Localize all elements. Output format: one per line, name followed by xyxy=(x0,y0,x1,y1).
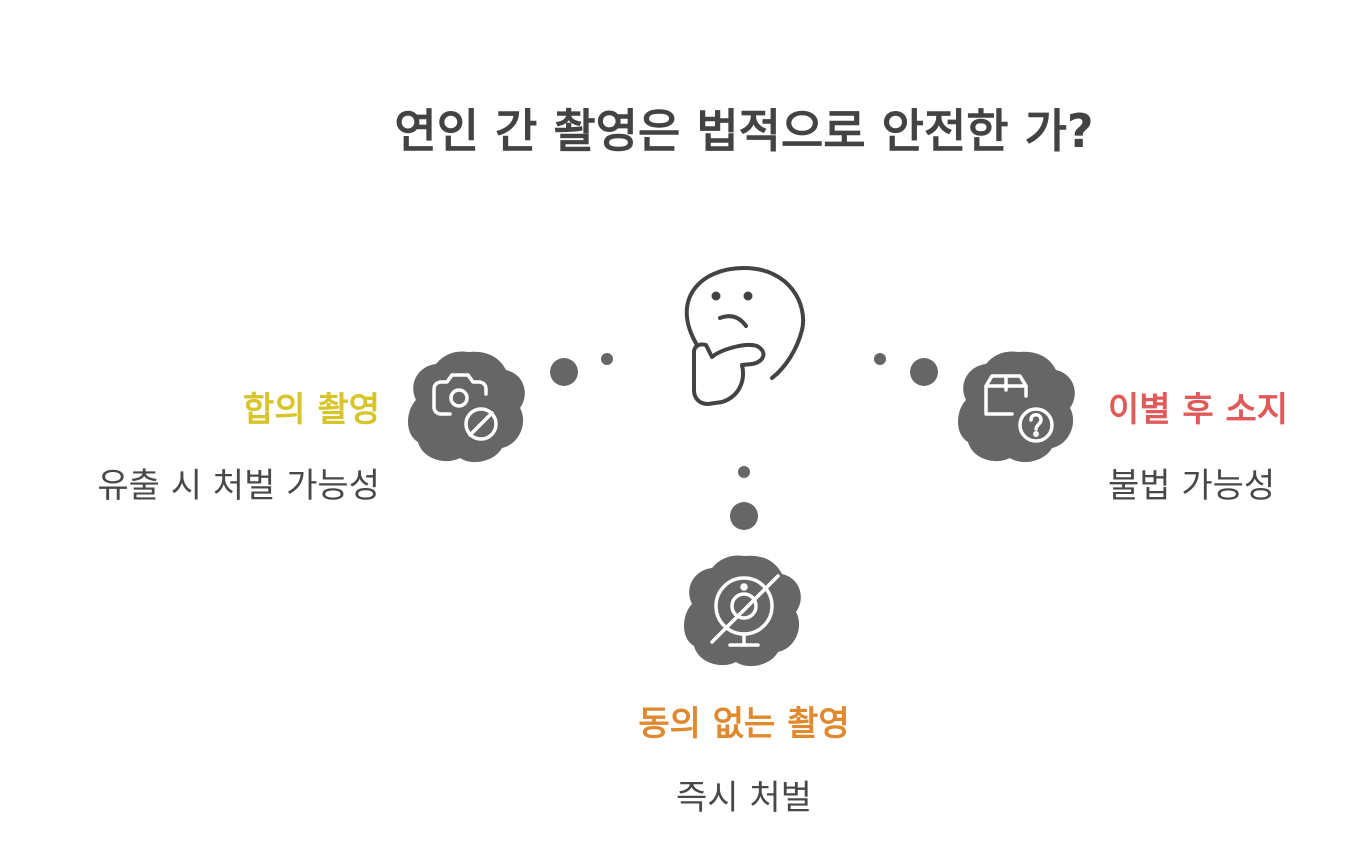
blob-left xyxy=(408,351,525,463)
page-title: 연인 간 촬영은 법적으로 안전한 가? xyxy=(394,104,1094,158)
dot-left-large xyxy=(550,358,578,386)
blob-bottom xyxy=(684,555,801,667)
dot-left-small xyxy=(601,353,613,365)
option-left-desc: 유출 시 처벌 가능성 xyxy=(97,466,380,506)
dot-right-small xyxy=(874,353,886,365)
webcam-off-icon xyxy=(710,574,780,647)
dot-bottom-small xyxy=(738,466,750,478)
connector-right xyxy=(874,353,938,386)
option-bottom-desc: 즉시 처벌 xyxy=(676,778,812,818)
package-question-icon xyxy=(984,374,1054,443)
dot-right-large xyxy=(910,358,938,386)
option-bottom-label: 동의 없는 촬영 xyxy=(638,704,850,744)
option-left-label: 합의 촬영 xyxy=(243,390,380,430)
connector-bottom xyxy=(730,466,758,530)
thinking-face-icon xyxy=(684,266,806,406)
option-right-desc: 불법 가능성 xyxy=(1108,466,1276,506)
option-right-label: 이별 후 소지 xyxy=(1108,390,1289,430)
dot-bottom-large xyxy=(730,502,758,530)
connector-left xyxy=(550,353,613,386)
camera-prohibited-icon xyxy=(432,373,498,441)
blob-right xyxy=(958,351,1075,463)
